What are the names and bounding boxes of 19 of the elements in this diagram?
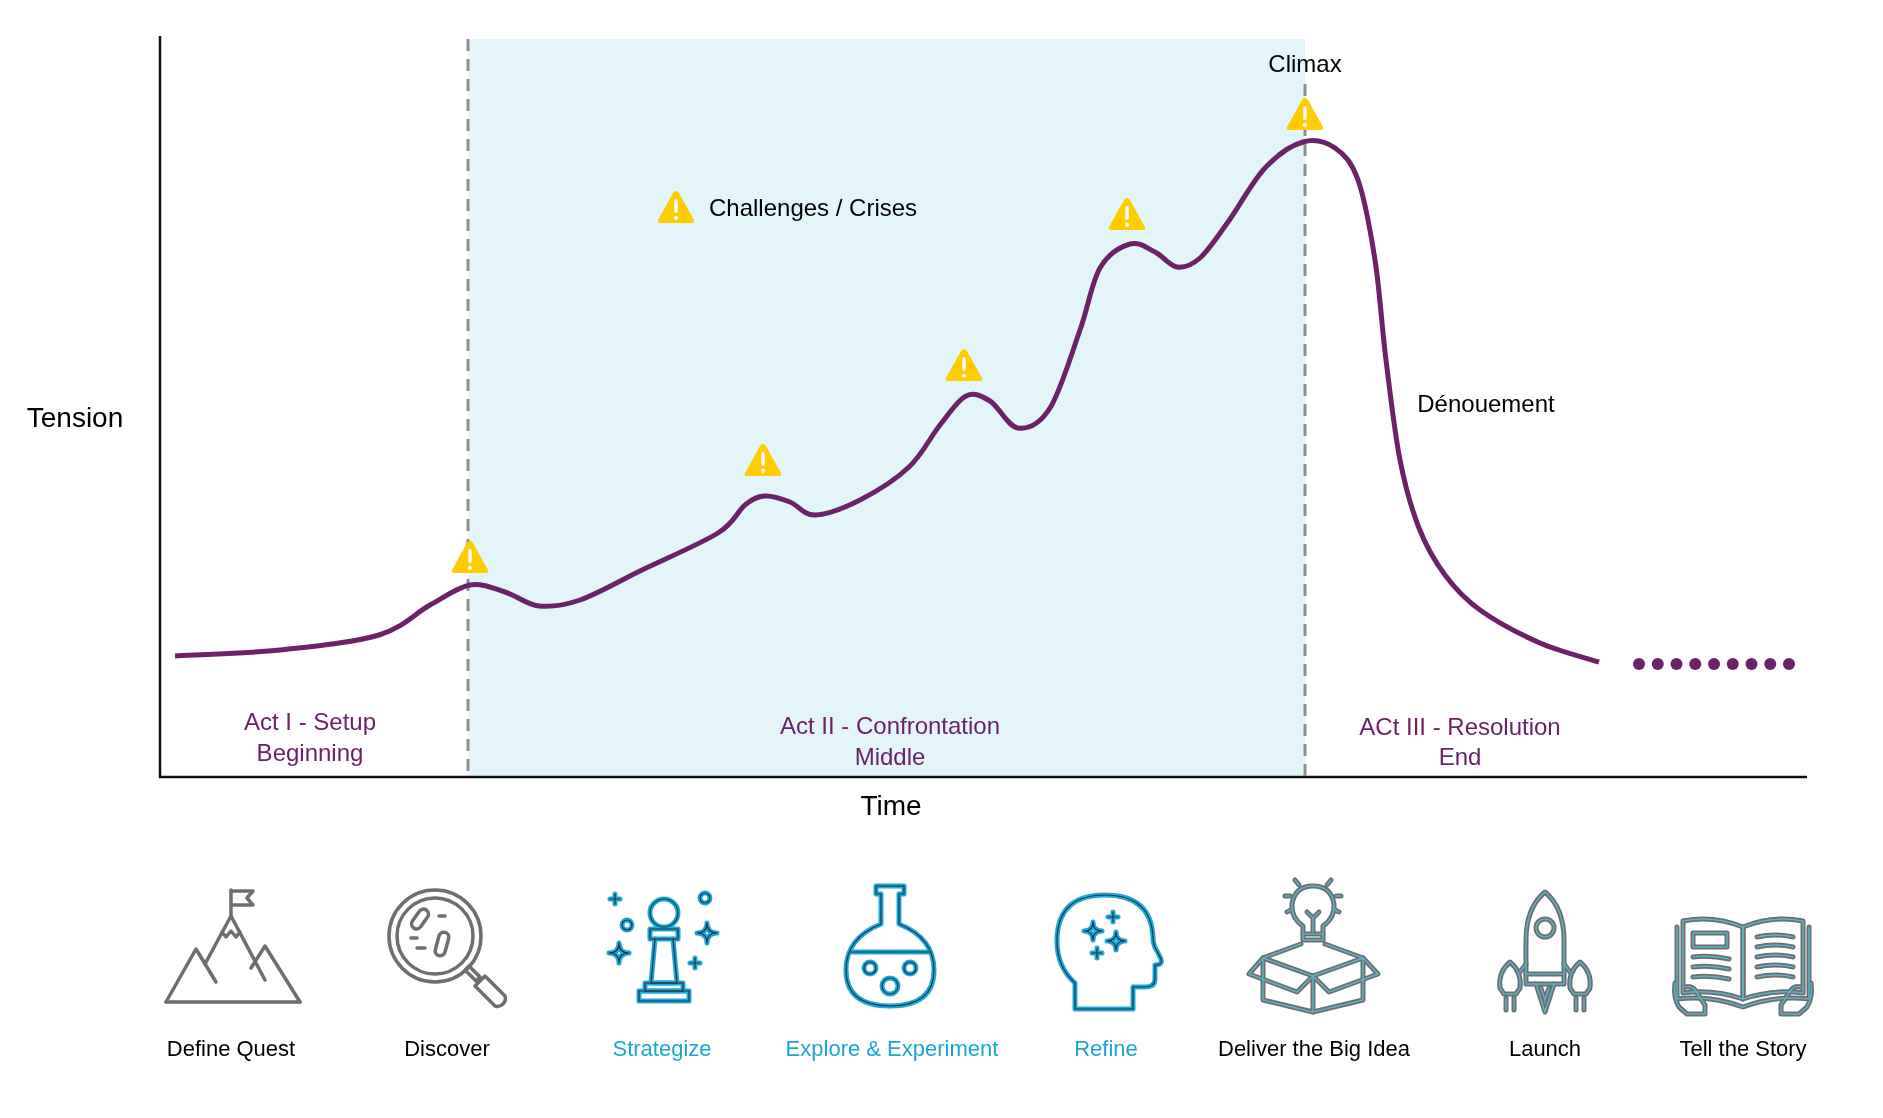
step-caption: Launch bbox=[1508, 1036, 1582, 1062]
act-label: ACt III - Resolution bbox=[1359, 713, 1561, 741]
legend-label: Challenges / Crises bbox=[709, 194, 918, 222]
step-caption: Explore & Experiment bbox=[785, 1036, 999, 1062]
step-caption: Discover bbox=[404, 1036, 490, 1062]
step-caption: Deliver the Big Idea bbox=[1218, 1036, 1410, 1062]
act-label: End bbox=[1438, 743, 1482, 771]
act-label: Beginning bbox=[256, 739, 364, 767]
axis-title: Tension bbox=[26, 401, 124, 435]
step-caption: Tell the Story bbox=[1679, 1036, 1807, 1062]
step-caption: Strategize bbox=[612, 1036, 712, 1062]
phase-label: Dénouement bbox=[1417, 390, 1555, 418]
step-caption: Refine bbox=[1074, 1036, 1138, 1062]
act-label: Act II - Confrontation bbox=[779, 712, 1001, 740]
axis-title: Time bbox=[860, 789, 922, 823]
step-caption: Define Quest bbox=[166, 1036, 296, 1062]
act-label: Act I - Setup bbox=[243, 708, 377, 736]
peak-label: Climax bbox=[1268, 50, 1342, 78]
act-label: Middle bbox=[854, 743, 926, 771]
